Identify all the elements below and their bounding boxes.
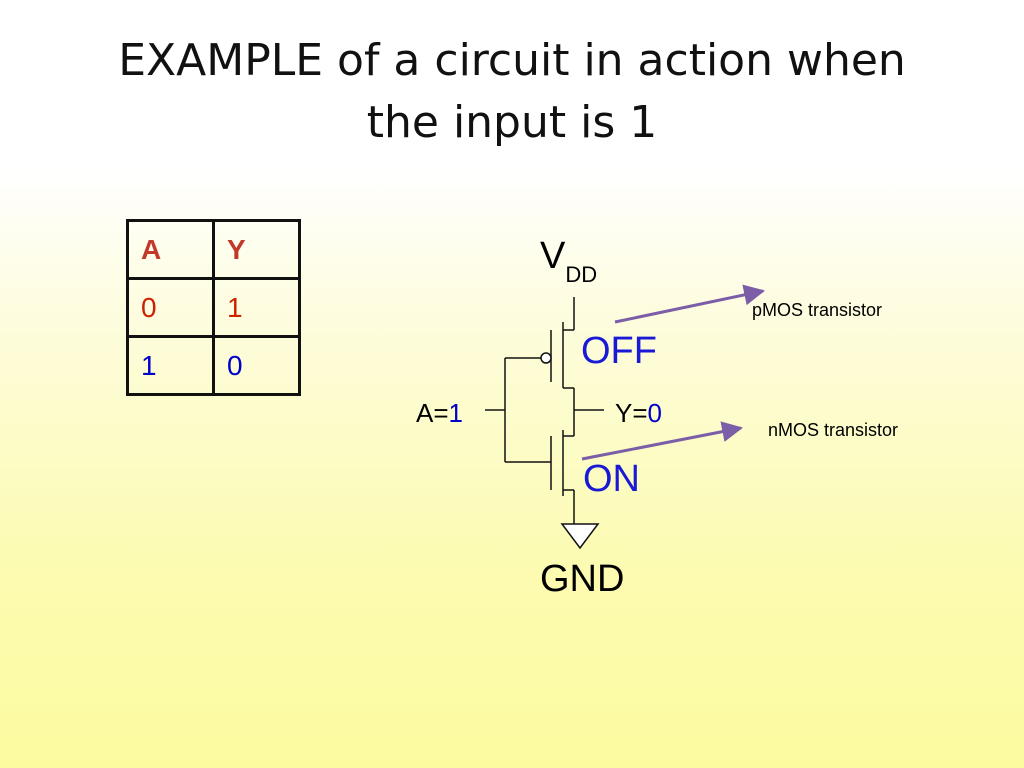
pmos-transistor-label: pMOS transistor — [752, 300, 883, 320]
nmos-state-label: ON — [583, 458, 640, 500]
ground-symbol — [560, 523, 600, 550]
truth-table: A Y 0 1 1 0 — [126, 219, 301, 396]
slide-title: EXAMPLE of a circuit in action when the … — [62, 30, 962, 154]
nmos-transistor-label: nMOS transistor — [768, 420, 899, 440]
vdd-subscript: DD — [565, 262, 598, 287]
vdd-main: V — [540, 235, 566, 277]
table-cell: 0 — [126, 277, 215, 338]
table-row: 1 0 — [126, 335, 301, 396]
table-header-row: A Y — [126, 219, 301, 280]
title-line-1: EXAMPLE of a circuit in action when — [118, 35, 906, 86]
output-value: 0 — [647, 398, 662, 428]
nmos-pointer-arrow — [581, 421, 744, 461]
output-label: Y=0 — [615, 398, 662, 429]
input-value: 1 — [448, 398, 463, 428]
table-cell: 1 — [126, 335, 215, 396]
table-cell: 0 — [212, 335, 301, 396]
gnd-label: GND — [540, 558, 625, 600]
output-prefix: Y= — [615, 398, 648, 428]
pmos-inversion-bubble — [540, 352, 552, 364]
table-row: 0 1 — [126, 277, 301, 338]
vdd-label: VDD — [540, 235, 597, 287]
input-prefix: A= — [416, 398, 449, 428]
header-a: A — [126, 219, 215, 280]
title-line-2: the input is 1 — [366, 97, 658, 148]
pmos-state-label: OFF — [581, 330, 657, 372]
table-cell: 1 — [212, 277, 301, 338]
header-y: Y — [212, 219, 301, 280]
pmos-pointer-arrow — [614, 284, 766, 324]
input-label: A=1 — [416, 398, 463, 429]
